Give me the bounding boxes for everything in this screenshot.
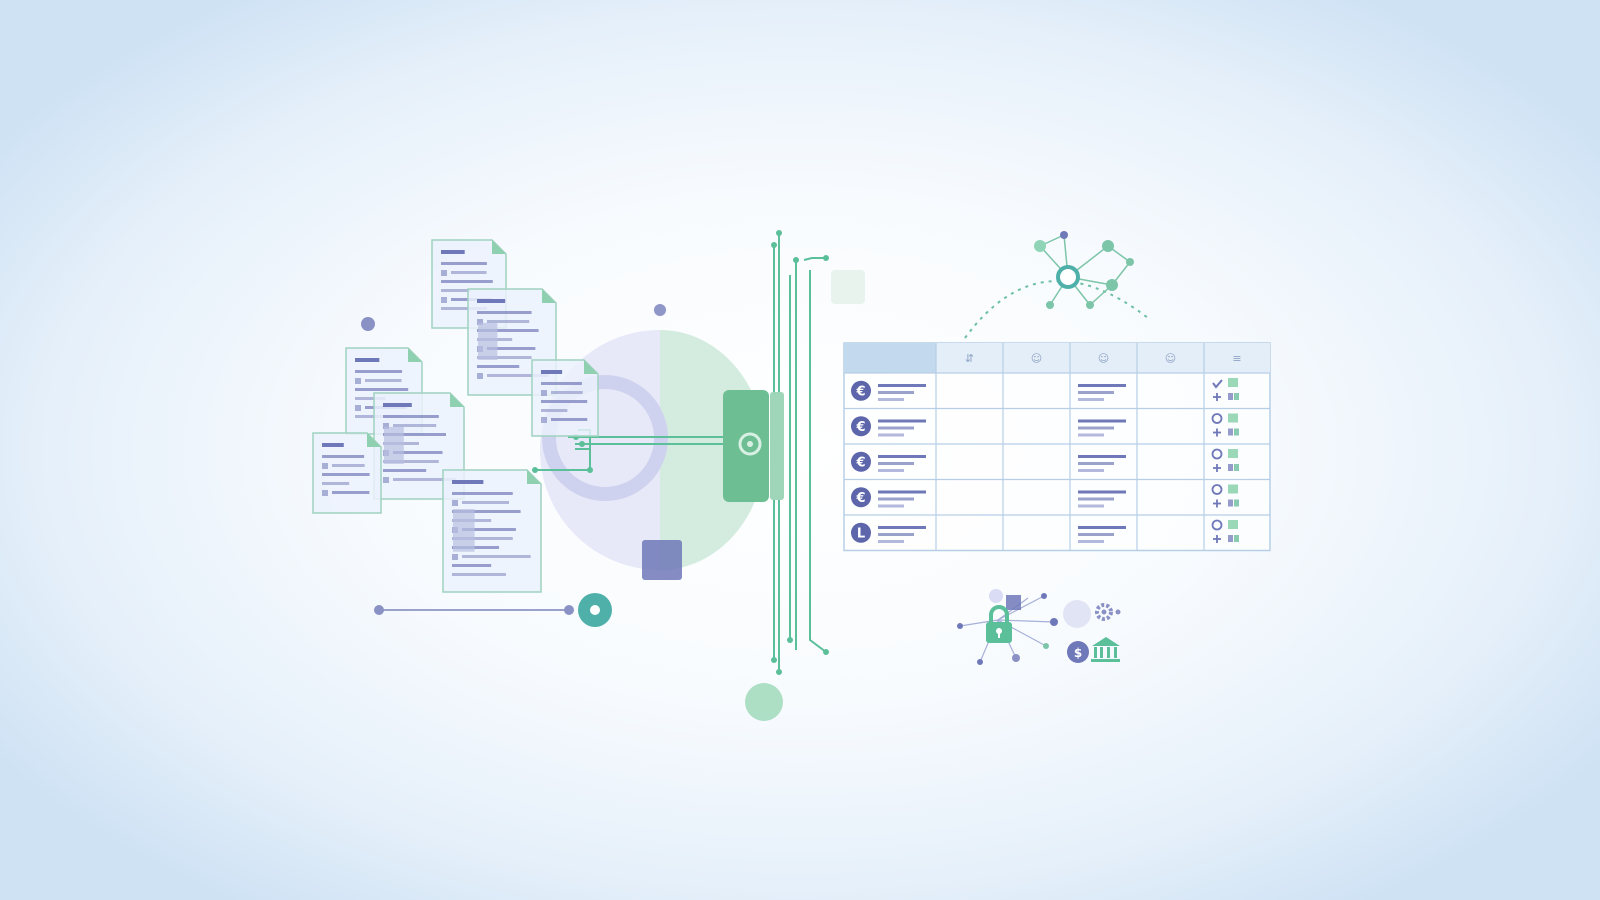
table-row: € (851, 448, 1239, 472)
document-icon (442, 469, 542, 593)
table-row: € (851, 413, 1239, 437)
currency-badge-label: € (855, 455, 865, 470)
document-stack (312, 239, 599, 593)
currency-badge (851, 487, 871, 508)
user-icon: ☺ (1098, 352, 1109, 365)
document-icon (312, 432, 382, 514)
columns-icon: ⇵ (965, 352, 974, 365)
hub-indigo-square (642, 540, 682, 580)
connector-nodes (532, 230, 829, 675)
decor-dot (361, 317, 375, 331)
user-icon: ☺ (1031, 352, 1042, 365)
document-icon (531, 359, 599, 437)
user-icon: ☺ (1165, 352, 1176, 365)
gateway-block (723, 390, 769, 502)
table-row: L (851, 519, 1239, 543)
settings-icon (1095, 603, 1121, 621)
network-hub-node (1056, 265, 1080, 289)
gateway-plate (770, 392, 784, 500)
network-graph (964, 231, 1149, 339)
table-frame (843, 342, 1271, 552)
pipeline-slider (374, 593, 612, 627)
currency-badge (851, 522, 871, 543)
dollar-icon: $ (1067, 641, 1089, 663)
check-icon (1212, 379, 1223, 389)
row-status (1211, 448, 1239, 472)
floating-tile (831, 270, 865, 304)
currency-badge-label: € (855, 384, 865, 399)
clock-icon (1211, 448, 1223, 460)
bank-icon (1091, 637, 1120, 662)
plus-icon (1213, 393, 1221, 401)
data-table: ⇵ ☺ ☺ ☺ ≡ € € € € L (843, 342, 1271, 552)
row-status (1211, 519, 1239, 543)
clock-icon (1211, 519, 1223, 531)
lock-icon (986, 605, 1012, 643)
table-row: € (851, 378, 1239, 401)
currency-badge-label: € (855, 491, 865, 506)
hub-top-dot (654, 304, 666, 316)
row-status (1211, 484, 1239, 508)
document-icon (373, 392, 465, 500)
currency-badge (851, 416, 871, 437)
menu-icon: ≡ (1232, 352, 1241, 365)
gateway-port-dot (747, 441, 753, 447)
table-row: € (851, 484, 1239, 508)
finance-cluster: $ (957, 589, 1121, 665)
currency-badge (851, 380, 871, 401)
row-status (1211, 413, 1239, 437)
clock-icon (1211, 413, 1223, 424)
gateway-port (738, 432, 762, 456)
plus-icon (1213, 535, 1221, 543)
table-header-first (844, 343, 936, 373)
row-status (1212, 378, 1239, 401)
plus-icon (1213, 499, 1221, 508)
green-bubble (745, 683, 783, 721)
plus-icon (1213, 428, 1221, 437)
currency-badge-label: L (857, 526, 865, 541)
currency-badge-label: € (855, 420, 865, 435)
plus-icon (1213, 464, 1221, 472)
svg-text:$: $ (1074, 646, 1082, 660)
clock-icon (1211, 484, 1223, 495)
currency-badge (851, 451, 871, 472)
